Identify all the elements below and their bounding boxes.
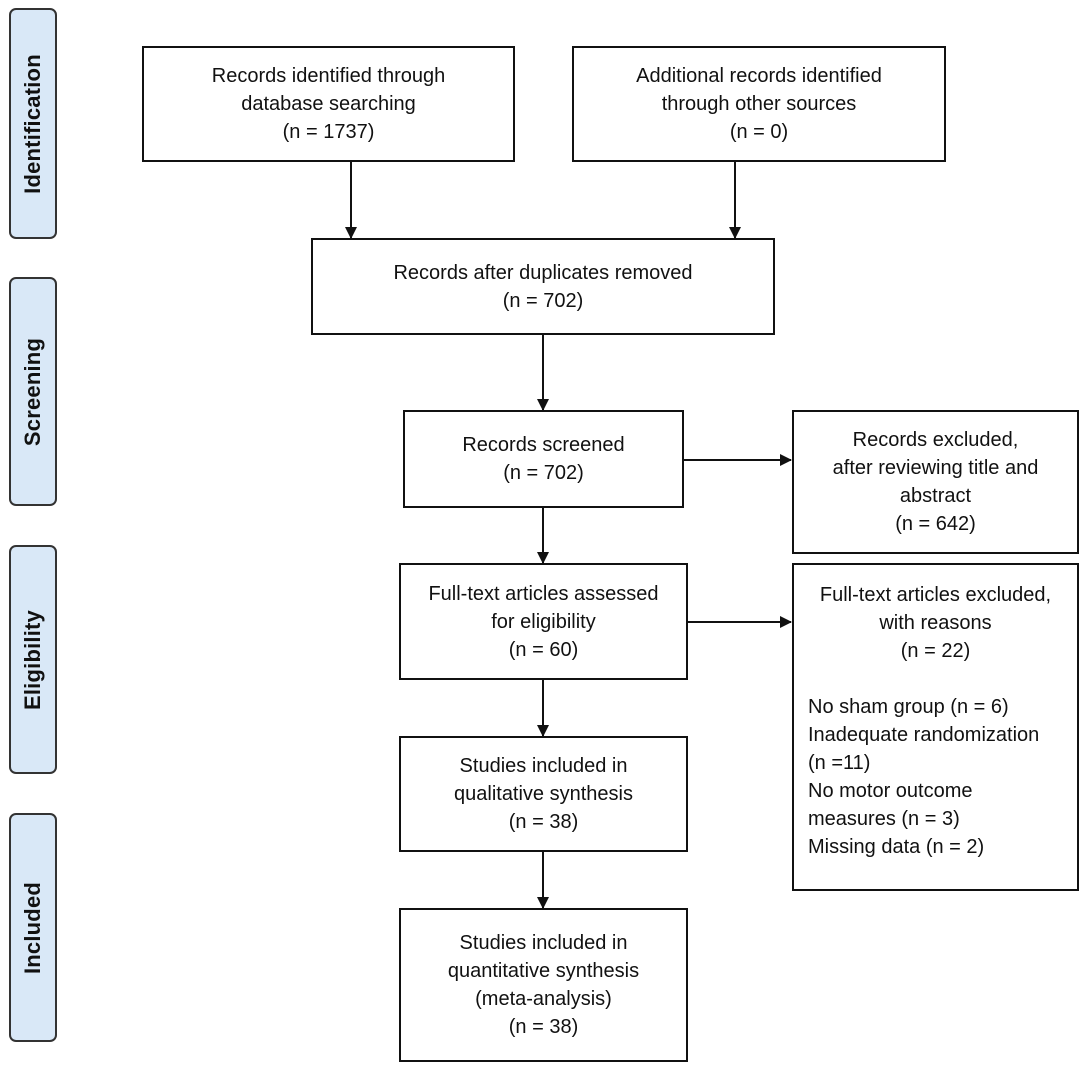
box-line: Full-text articles assessed	[428, 582, 659, 605]
box-line: (meta-analysis)	[475, 988, 612, 1010]
phase-identification: Identification	[9, 8, 57, 239]
box-duplicates-removed: Records after duplicates removed (n = 70…	[311, 238, 775, 335]
box-line: Full-text articles excluded,	[819, 584, 1052, 606]
box-records-excluded: Records excluded, after reviewing title …	[792, 410, 1079, 554]
box-line: after reviewing title and	[832, 457, 1039, 479]
box-line: Records after duplicates removed	[393, 261, 693, 284]
box-line: (n = 38)	[508, 1016, 579, 1038]
box-fulltext-assessed: Full-text articles assessed for eligibil…	[399, 563, 688, 680]
box-quantitative-synthesis: Studies included in quantitative synthes…	[399, 908, 688, 1062]
box-line: Studies included in	[459, 755, 628, 777]
box-line: database searching	[241, 93, 416, 115]
box-other-sources: Additional records identified through ot…	[572, 46, 946, 162]
box-records-screened: Records screened (n = 702)	[403, 410, 684, 508]
exclusion-reason: (n =11)	[808, 752, 871, 774]
phase-included: Included	[9, 813, 57, 1042]
phase-eligibility: Eligibility	[9, 545, 57, 774]
box-qualitative-synthesis: Studies included in qualitative synthesi…	[399, 736, 688, 852]
phase-screening: Screening	[9, 277, 57, 506]
box-line: Records excluded,	[852, 429, 1019, 451]
box-database-searching: Records identified through database sear…	[142, 46, 515, 162]
box-line: (n = 702)	[502, 289, 584, 312]
box-line: (n = 642)	[895, 513, 976, 535]
box-line: Records screened	[462, 434, 625, 456]
exclusion-reason: Missing data (n = 2)	[808, 836, 985, 858]
box-line: with reasons	[879, 612, 992, 634]
box-line: quantitative synthesis	[447, 960, 640, 982]
box-line: (n = 22)	[900, 640, 971, 662]
box-line: abstract	[899, 485, 972, 507]
box-line: for eligibility	[491, 610, 596, 633]
box-line: (n = 1737)	[282, 121, 375, 143]
box-fulltext-excluded: Full-text articles excluded, with reason…	[792, 563, 1079, 891]
exclusion-reason: Inadequate randomization	[808, 724, 1040, 746]
exclusion-reason: No sham group (n = 6)	[808, 696, 1009, 718]
box-line: qualitative synthesis	[454, 783, 633, 805]
box-line: (n = 0)	[729, 121, 789, 143]
box-line: (n = 702)	[503, 462, 584, 484]
box-line: Studies included in	[459, 932, 628, 954]
exclusion-reason: measures (n = 3)	[808, 808, 960, 830]
box-line: Records identified through	[211, 65, 446, 87]
box-line: (n = 60)	[508, 638, 579, 661]
box-line: through other sources	[661, 93, 857, 115]
box-line: Additional records identified	[636, 65, 882, 87]
exclusion-reasons-list: No sham group (n = 6) Inadequate randomi…	[802, 693, 1069, 861]
box-line: (n = 38)	[508, 811, 579, 833]
exclusion-reason: No motor outcome	[808, 780, 973, 802]
